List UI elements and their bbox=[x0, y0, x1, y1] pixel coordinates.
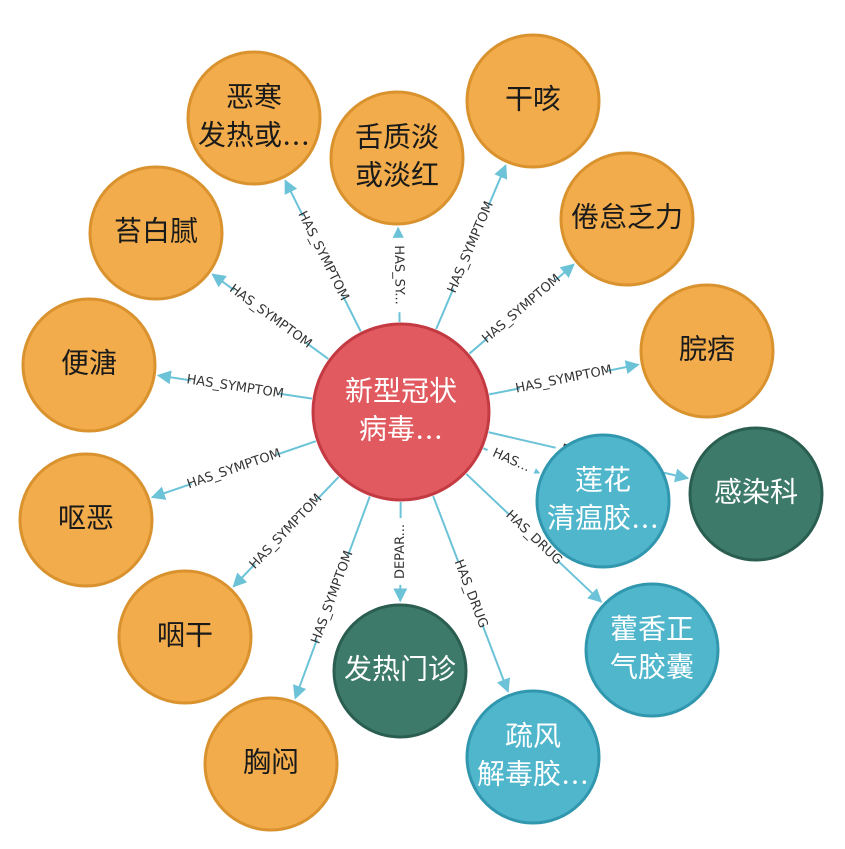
edge-label: HAS... bbox=[490, 446, 532, 476]
department-node-circle bbox=[332, 603, 468, 739]
edge-oue[interactable]: HAS_SYMPTOM bbox=[150, 440, 317, 500]
node-shufeng[interactable]: 疏风解毒胶… bbox=[465, 689, 601, 825]
edge-farementzhen[interactable]: DEPAR... bbox=[391, 501, 410, 603]
node-label-line: 莲花 bbox=[575, 464, 631, 497]
edge-wanpi[interactable]: HAS_SYMPTOM bbox=[489, 360, 640, 398]
edge-label-background bbox=[248, 493, 324, 571]
edge-label: HAS_SYMPTOM bbox=[445, 199, 497, 295]
edge-label-background bbox=[503, 508, 565, 568]
node-label-line: 气胶囊 bbox=[610, 651, 694, 684]
symptom-node-circle bbox=[186, 50, 322, 186]
symptom-node-circle bbox=[88, 165, 224, 301]
node-xiongmen[interactable]: 胸闷 bbox=[203, 696, 339, 832]
node-oue[interactable]: 呕恶 bbox=[18, 452, 154, 588]
edge-label: HAS_SYMPTOM bbox=[294, 209, 351, 303]
edge-taibaini[interactable]: HAS_SYMPTOM bbox=[211, 273, 329, 360]
edge-label: HAS_SYMPTOM bbox=[479, 271, 563, 346]
center-node-circle bbox=[311, 322, 491, 502]
node-label-line: 便溏 bbox=[61, 347, 117, 380]
edge-lianhua[interactable]: HAS... bbox=[482, 441, 541, 480]
symptom-node-circle bbox=[559, 151, 695, 287]
node-wanpi[interactable]: 脘痞 bbox=[639, 283, 775, 419]
edge-label: HAS_DRUG bbox=[451, 558, 491, 631]
node-ganranke[interactable]: 感染科 bbox=[688, 426, 824, 562]
edge-label-background bbox=[189, 371, 281, 403]
node-farementzhen[interactable]: 发热门诊 bbox=[332, 603, 468, 739]
symptom-node-circle bbox=[465, 33, 601, 169]
node-label-line: 胸闷 bbox=[243, 746, 299, 779]
edge-label: DEPAR... bbox=[393, 524, 408, 579]
edge-bianyu[interactable]: HAS_SYMPTOM bbox=[156, 370, 313, 403]
edge-label-background bbox=[294, 211, 352, 301]
edge-label-background bbox=[450, 559, 491, 629]
edge-label: HAS_SYMPTOM bbox=[247, 491, 326, 572]
node-label-line: 倦怠乏力 bbox=[571, 201, 683, 234]
drug-node-circle bbox=[584, 582, 720, 718]
symptom-node-circle bbox=[639, 283, 775, 419]
drug-node-circle bbox=[465, 689, 601, 825]
edge-label: HAS_SYMPTOM bbox=[226, 282, 314, 352]
node-label-line: 新型冠状 bbox=[345, 375, 457, 408]
nodes-layer: 恶寒发热或…舌质淡或淡红干咳苔白腻倦怠乏力便溏脘痞呕恶咽干胸闷莲花清瘟胶…藿香正… bbox=[18, 33, 824, 832]
edge-juandai[interactable]: HAS_SYMPTOM bbox=[468, 263, 575, 355]
node-label-line: 苔白腻 bbox=[114, 215, 198, 248]
node-taibaini[interactable]: 苔白腻 bbox=[88, 165, 224, 301]
edge-label-background bbox=[308, 552, 357, 643]
node-juandai[interactable]: 倦怠乏力 bbox=[559, 151, 695, 287]
node-label-line: 疏风 bbox=[505, 720, 561, 753]
symptom-node-circle bbox=[329, 90, 465, 226]
node-label-line: 脘痞 bbox=[679, 333, 735, 366]
node-label-line: 感染科 bbox=[714, 476, 798, 509]
edge-label: HAS_SYMPTOM bbox=[514, 363, 613, 397]
edge-label-background bbox=[389, 237, 409, 313]
node-label-line: 干咳 bbox=[505, 83, 561, 116]
symptom-node-circle bbox=[21, 297, 157, 433]
edge-label-background bbox=[445, 202, 497, 293]
node-bianyu[interactable]: 便溏 bbox=[21, 297, 157, 433]
node-eshanfare[interactable]: 恶寒发热或… bbox=[186, 50, 322, 186]
drug-node-circle bbox=[535, 433, 671, 569]
edge-label-background bbox=[188, 446, 280, 493]
edge-label-background bbox=[518, 361, 610, 398]
edge-label: HAS_SYMPTOM bbox=[185, 446, 283, 492]
edge-label-background bbox=[483, 441, 539, 480]
node-label-line: 发热门诊 bbox=[344, 653, 456, 686]
edge-yangan[interactable]: HAS_SYMPTOM bbox=[232, 476, 340, 588]
node-label-line: 或淡红 bbox=[355, 159, 439, 192]
node-label-line: 咽干 bbox=[157, 619, 213, 652]
node-yangan[interactable]: 咽干 bbox=[117, 569, 253, 705]
node-covid[interactable]: 新型冠状病毒… bbox=[311, 322, 491, 502]
department-node-circle bbox=[688, 426, 824, 562]
node-label-line: 呕恶 bbox=[58, 502, 114, 535]
node-label-line: 发热或… bbox=[198, 119, 310, 152]
node-label-line: 舌质淡 bbox=[355, 121, 439, 154]
node-label-line: 恶寒 bbox=[226, 81, 282, 114]
edge-shezhi[interactable]: HAS_SY... bbox=[389, 226, 409, 323]
edge-label: HAS_SY... bbox=[391, 245, 407, 305]
edge-label-background bbox=[391, 518, 410, 585]
edge-label: HAS_SYMPTOM bbox=[186, 372, 285, 401]
node-label-line: 藿香正 bbox=[610, 613, 694, 646]
node-label-line: 清瘟胶… bbox=[547, 502, 659, 535]
symptom-node-circle bbox=[18, 452, 154, 588]
node-label-line: 解毒胶… bbox=[477, 758, 589, 791]
node-label-line: 病毒… bbox=[359, 413, 443, 446]
node-lianhua[interactable]: 莲花清瘟胶… bbox=[535, 433, 671, 569]
edge-label-background bbox=[228, 282, 312, 351]
symptom-node-circle bbox=[203, 696, 339, 832]
symptom-node-circle bbox=[117, 569, 253, 705]
edge-label-background bbox=[481, 273, 562, 345]
node-ganke[interactable]: 干咳 bbox=[465, 33, 601, 169]
